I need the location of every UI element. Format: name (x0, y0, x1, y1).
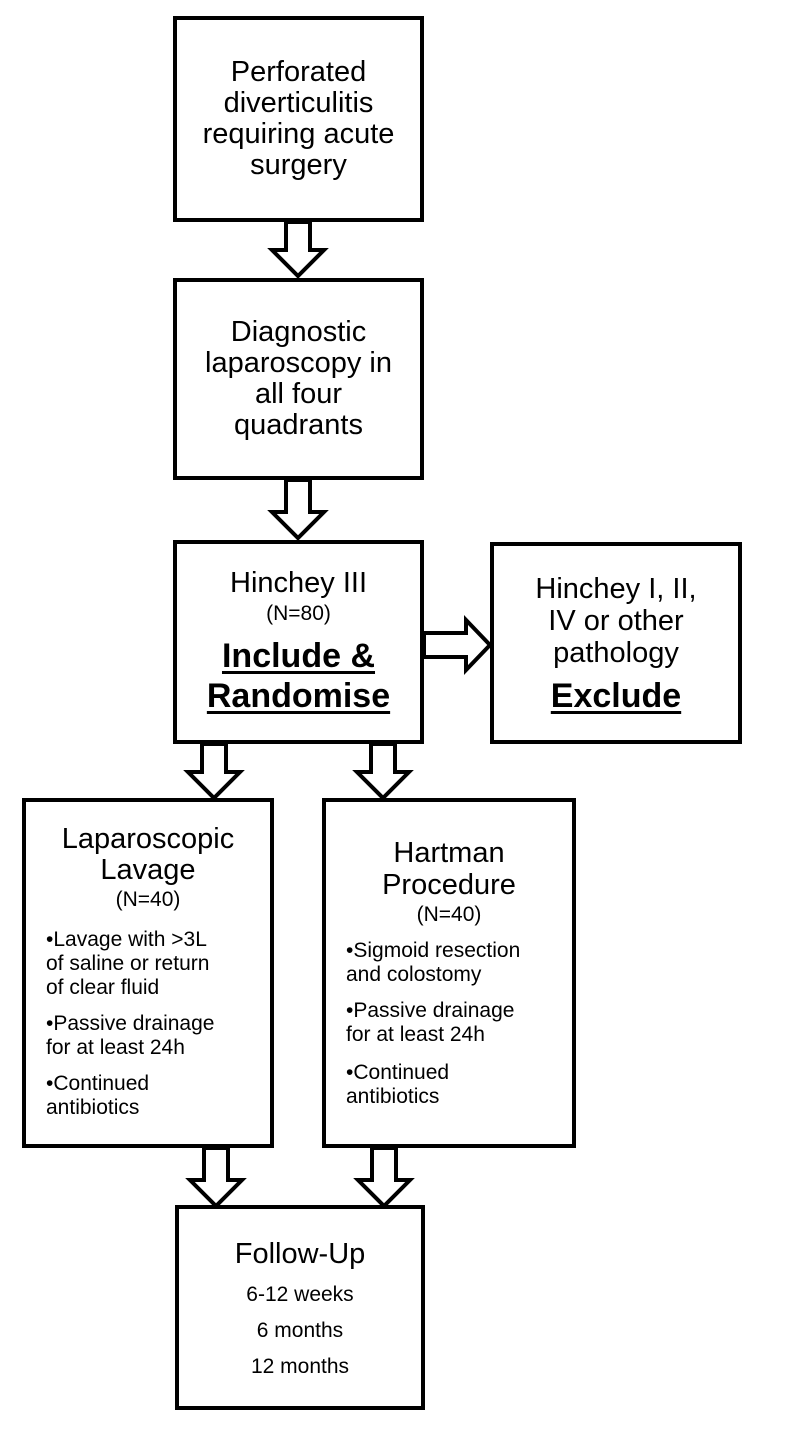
exclude-box: Hinchey I, II, IV or other pathology Exc… (490, 542, 742, 744)
lavage-bullet-2-line-2: for at least 24h (46, 1036, 185, 1059)
laparoscopy-box: Diagnostic laparoscopy in all four quadr… (173, 278, 424, 480)
lavage-bullet-1-line-3: of clear fluid (46, 976, 160, 999)
exclude-line-1: Hinchey I, II, (535, 573, 697, 605)
arrow-down-1 (267, 220, 329, 279)
arrow-right-exclude (422, 615, 493, 675)
hartman-box: Hartman Procedure (N=40) •Sigmoid resect… (322, 798, 576, 1148)
lavage-bullet-3-line-2: antibiotics (46, 1096, 140, 1119)
hartman-title-line-2: Procedure (382, 869, 516, 901)
arrow-down-followup-left (185, 1146, 247, 1209)
hartman-bullet-2-line-1: •Passive drainage (346, 999, 515, 1022)
start-line-3: requiring acute (202, 118, 395, 150)
followup-box: Follow-Up 6-12 weeks 6 months 12 months (175, 1205, 425, 1410)
arrow-down-hartman (352, 742, 414, 801)
arrow-down-lavage (183, 742, 245, 801)
hartman-bullet-3-line-2: antibiotics (346, 1085, 440, 1108)
hartman-bullet-3: •Continued antibiotics (346, 1061, 449, 1109)
followup-time-3: 12 months (250, 1355, 350, 1378)
lavage-count: (N=40) (115, 888, 181, 911)
hartman-bullet-1-line-1: •Sigmoid resection (346, 939, 521, 962)
arrow-down-2 (267, 478, 329, 541)
hartman-title-line-1: Hartman (393, 837, 505, 869)
hartman-bullet-2: •Passive drainage for at least 24h (346, 999, 514, 1047)
start-line-4: surgery (250, 149, 347, 181)
hartman-bullet-1: •Sigmoid resection and colostomy (346, 939, 520, 987)
lavage-bullet-2-line-1: •Passive drainage (46, 1012, 215, 1035)
start-box: Perforated diverticulitis requiring acut… (173, 16, 424, 222)
laparoscopy-line-2: laparoscopy in (205, 347, 392, 379)
lavage-box: Laparoscopic Lavage (N=40) •Lavage with … (22, 798, 274, 1148)
lavage-title-line-1: Laparoscopic (61, 823, 235, 855)
followup-title: Follow-Up (234, 1238, 366, 1270)
lavage-bullet-1-line-2: of saline or return (46, 952, 210, 975)
exclude-line-2: IV or other (548, 605, 684, 637)
exclude-line-3: pathology (553, 637, 679, 669)
start-line-1: Perforated (230, 56, 367, 88)
hartman-bullet-3-line-1: •Continued (346, 1061, 450, 1084)
hinchey-count: (N=80) (266, 602, 331, 625)
include-label-line-1: Include & (221, 637, 376, 675)
start-line-2: diverticulitis (223, 87, 374, 119)
laparoscopy-line-1: Diagnostic (230, 316, 367, 348)
hinchey-box: Hinchey III (N=80) Include & Randomise (173, 540, 424, 744)
followup-time-2: 6 months (256, 1319, 344, 1342)
lavage-bullet-1-line-1: •Lavage with >3L (46, 928, 207, 951)
randomise-label-line-2: Randomise (206, 677, 391, 715)
lavage-title-line-2: Lavage (100, 854, 196, 886)
exclude-label: Exclude (550, 677, 682, 715)
lavage-bullet-1: •Lavage with >3L of saline or return of … (46, 928, 209, 1000)
hartman-bullet-2-line-2: for at least 24h (346, 1023, 485, 1046)
hartman-bullet-1-line-2: and colostomy (346, 963, 482, 986)
lavage-bullet-3: •Continued antibiotics (46, 1072, 149, 1120)
lavage-bullet-2: •Passive drainage for at least 24h (46, 1012, 214, 1060)
laparoscopy-line-4: quadrants (234, 409, 363, 441)
hartman-count: (N=40) (416, 903, 482, 926)
lavage-bullet-3-line-1: •Continued (46, 1072, 150, 1095)
followup-time-1: 6-12 weeks (246, 1283, 354, 1306)
laparoscopy-line-3: all four (254, 378, 343, 410)
arrow-down-followup-right (353, 1146, 415, 1209)
hinchey-title: Hinchey III (230, 567, 367, 599)
